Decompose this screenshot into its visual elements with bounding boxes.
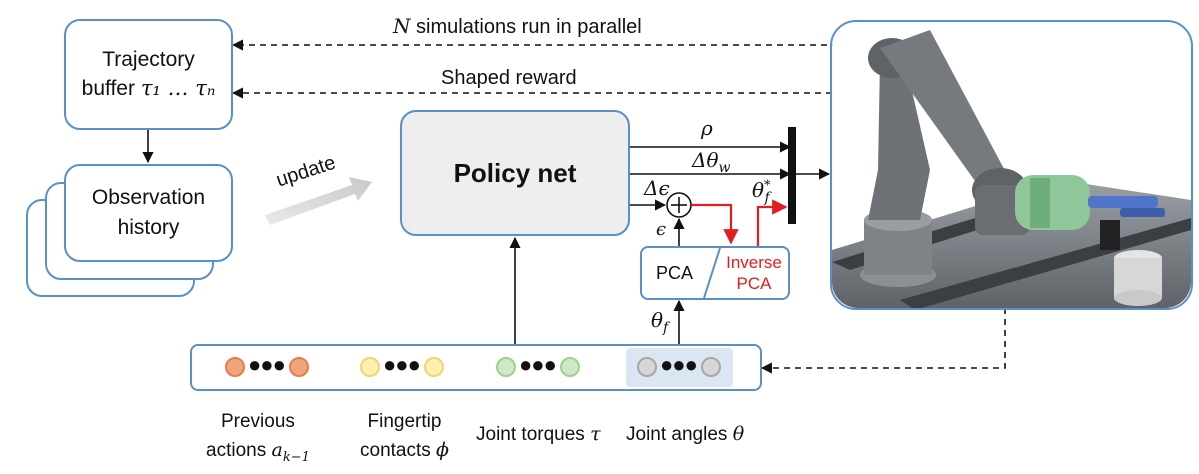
fingertip-contacts-label: Fingertip contacts ϕ: [360, 411, 449, 461]
robot-image-frame: [830, 20, 1193, 310]
observation-history-line2: history: [117, 216, 180, 239]
theta-f-star-label: θ*f: [752, 178, 771, 206]
joint-angles-label: Joint angles θ: [626, 423, 745, 445]
torque-ellipsis: ●●●: [519, 352, 557, 377]
angle-dot-right: [701, 357, 721, 377]
torque-dot-right: [560, 357, 580, 377]
parallel-sim-label: N simulations run in parallel: [393, 14, 642, 39]
parallel-text: simulations run in parallel: [410, 16, 642, 38]
pca-divider: [703, 248, 721, 298]
prev-action-ellipsis: ●●●: [248, 352, 286, 377]
observation-history-box: Observation history: [64, 164, 233, 262]
epsilon-label: ϵ: [656, 219, 667, 240]
inverse-pca-label: Inverse PCA: [726, 253, 782, 293]
trajectory-tau-math: τ₁ … τₙ: [140, 76, 216, 100]
pca-box: PCA Inverse PCA: [640, 246, 790, 300]
concat-bar: [788, 127, 796, 224]
fingertip-dot-left: [360, 357, 380, 377]
policy-net-box: Policy net: [400, 110, 630, 236]
trajectory-buffer-line2: buffer τ₁ … τₙ: [81, 76, 216, 100]
previous-actions-label: Previous actions ak−1: [206, 411, 310, 465]
joint-torques-label: Joint torques τ: [476, 423, 601, 445]
parallel-n-math: N: [393, 14, 411, 38]
policy-net-label: Policy net: [453, 157, 577, 188]
prev-action-dot-right: [289, 357, 309, 377]
trajectory-buffer-line1: Trajectory: [102, 48, 195, 71]
robot-scene: [832, 22, 1191, 308]
delta-epsilon-label: Δϵ: [644, 176, 670, 200]
rho-label: ρ: [701, 116, 713, 140]
prev-action-dot-left: [225, 357, 245, 377]
sum-to-inverse-arrow: [691, 203, 739, 245]
shaped-reward-label: Shaped reward: [441, 67, 577, 89]
observation-history-line1: Observation: [91, 186, 206, 209]
torque-dot-left: [496, 357, 516, 377]
fingertip-dot-right: [424, 357, 444, 377]
theta-f-label: θf: [651, 308, 669, 336]
pca-label: PCA: [656, 263, 694, 283]
delta-theta-w-label: Δθw: [692, 148, 731, 176]
angle-ellipsis: ●●●: [660, 352, 698, 377]
robot-to-obs-arrow: [760, 308, 1006, 374]
update-arrow-shape: [265, 177, 372, 225]
angle-dot-left: [637, 357, 657, 377]
fingertip-ellipsis: ●●●: [383, 352, 421, 377]
trajectory-buffer-box: Trajectory buffer τ₁ … τₙ: [64, 19, 233, 130]
inverse-to-bar-arrow: [756, 199, 788, 246]
